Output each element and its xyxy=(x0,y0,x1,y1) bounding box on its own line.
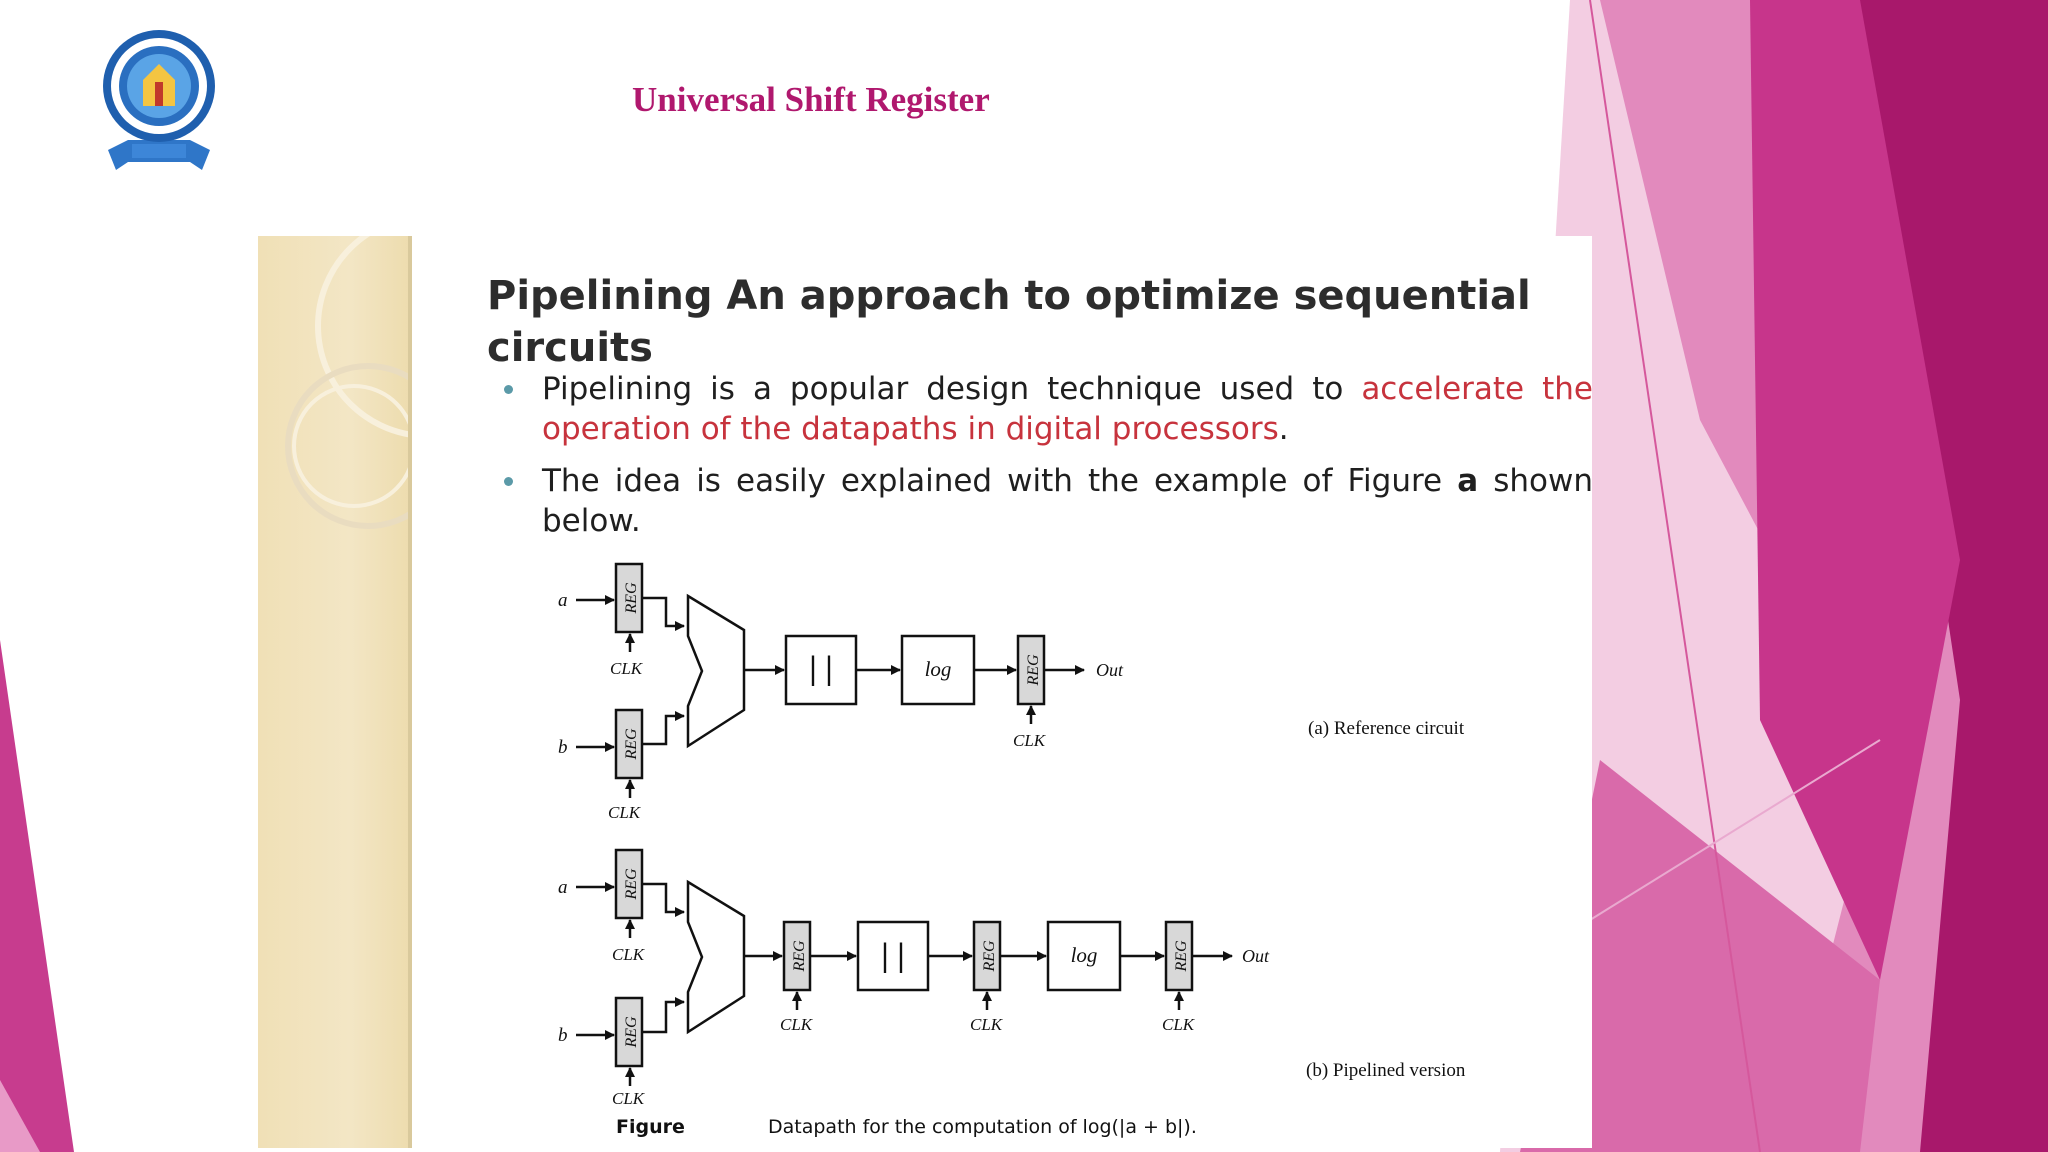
input-b-label: b xyxy=(558,737,568,758)
college-logo-icon xyxy=(103,30,215,170)
bullet-text-end: shown below. xyxy=(542,463,1592,539)
clk-label: CLK xyxy=(610,659,644,678)
caption-reference-circuit: (a) Reference circuit xyxy=(1308,718,1465,739)
log-label: log xyxy=(925,657,952,681)
output-label: Out xyxy=(1242,946,1270,966)
register-box xyxy=(614,848,644,920)
bg-shape-lower-right xyxy=(1520,760,1880,1152)
bg-shape-left-light xyxy=(0,1080,40,1152)
content-heading: Pipelining An approach to optimize seque… xyxy=(487,273,1531,371)
slide-title: Universal Shift Register xyxy=(632,80,990,119)
datapath-figure: a REG CLK b REG CLK | | log REG Out xyxy=(558,562,1466,1138)
abs-label: | | xyxy=(809,650,832,687)
register-box xyxy=(972,920,1002,992)
log-block xyxy=(900,634,976,706)
register-box xyxy=(614,996,644,1068)
register-label: REG xyxy=(623,728,640,761)
register-label: REG xyxy=(623,1016,640,1049)
bg-shape-left xyxy=(0,640,74,1152)
abs-block xyxy=(856,920,930,992)
bullet-dot-icon xyxy=(504,477,513,486)
input-a-label: a xyxy=(558,877,568,898)
register-box xyxy=(1164,920,1194,992)
bullet-item-1: Pipelining is a popular design technique… xyxy=(483,369,1592,449)
bullet-list: Pipelining is a popular design technique… xyxy=(483,369,1592,553)
input-a-label: a xyxy=(558,590,568,611)
log-block xyxy=(1046,920,1122,992)
highlight-text: accelerate the operation of the datapath… xyxy=(542,371,1592,447)
bg-shape-mid-right xyxy=(1750,0,1960,980)
register-label: REG xyxy=(1173,940,1190,973)
register-box xyxy=(782,920,812,992)
input-b-label: b xyxy=(558,1025,568,1046)
bullet-text: Pipelining is a popular design technique… xyxy=(542,371,1362,407)
clk-label: CLK xyxy=(1162,1015,1196,1034)
clk-label: CLK xyxy=(608,803,642,822)
bold-text: a xyxy=(1457,463,1479,499)
register-label: REG xyxy=(791,940,808,973)
clk-label: CLK xyxy=(970,1015,1004,1034)
register-label: REG xyxy=(1025,654,1042,687)
clk-label: CLK xyxy=(780,1015,814,1034)
adder-block xyxy=(686,879,746,1035)
bg-line-1 xyxy=(1589,0,1761,1152)
register-box xyxy=(614,708,644,780)
embedded-slide-image: Pipelining An approach to optimize seque… xyxy=(258,236,1592,1148)
clk-label: CLK xyxy=(1013,731,1047,750)
register-label: REG xyxy=(981,940,998,973)
bullet-dot-icon xyxy=(504,385,513,394)
register-label: REG xyxy=(623,582,640,615)
register-box xyxy=(1016,634,1046,706)
log-label: log xyxy=(1071,943,1098,967)
figure-caption: Datapath for the computation of log(|a +… xyxy=(768,1116,1197,1138)
figure-label: Figure xyxy=(616,1116,685,1138)
strip-edge xyxy=(408,236,412,1148)
caption-pipelined-version: (b) Pipelined version xyxy=(1306,1060,1466,1081)
clk-label: CLK xyxy=(612,945,646,964)
bg-line-2 xyxy=(1589,739,1881,921)
output-label: Out xyxy=(1096,660,1124,680)
bullet-item-2: The idea is easily explained with the ex… xyxy=(483,461,1592,541)
bullet-text: The idea is easily explained with the ex… xyxy=(542,463,1458,499)
bullet-text-end: . xyxy=(1278,411,1289,447)
clk-label: CLK xyxy=(612,1089,646,1108)
adder-block xyxy=(686,593,746,749)
abs-label: | | xyxy=(881,937,904,974)
register-label: REG xyxy=(623,868,640,901)
